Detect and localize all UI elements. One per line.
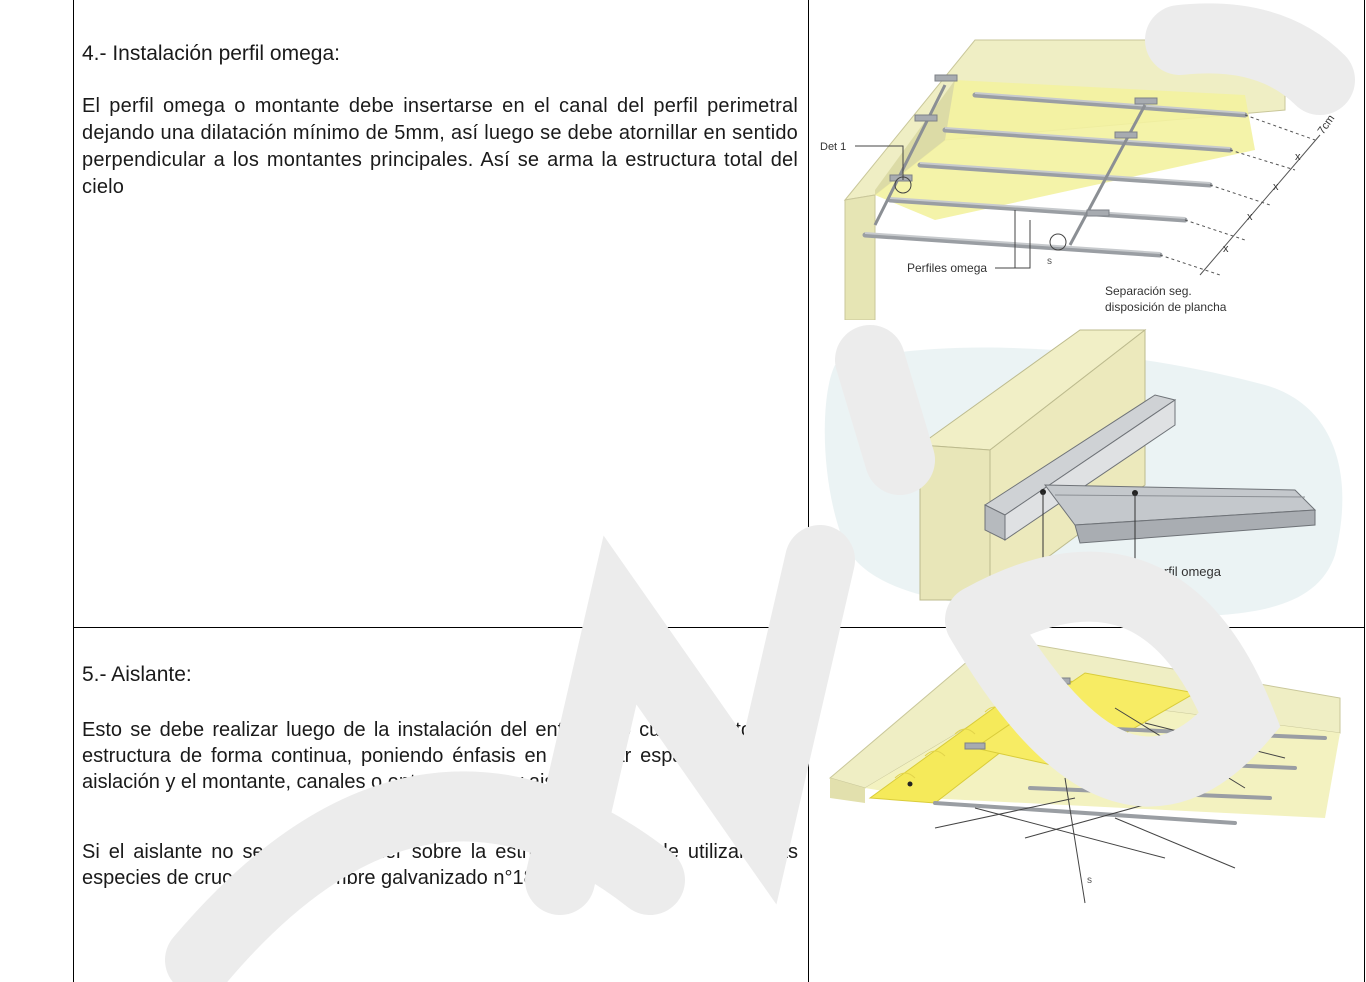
table-right-border [1364,0,1365,982]
hanger [1049,677,1071,685]
dimension-line [1244,114,1316,141]
figure-perimeter-channel: Perfil omega Perfil canal perimetral [824,328,1343,617]
dim-s: s [1047,256,1052,267]
hanger [964,742,986,750]
main-runner [873,84,947,226]
table-column-divider [808,0,809,982]
omega-bar-highlight [944,127,1231,149]
wall-front [844,194,876,320]
dimension-line [1159,254,1221,276]
section-4-body: El perfil omega o montante debe insertar… [82,95,798,198]
callout-dot [907,781,913,787]
perfil-canal-label: Perfil canal perimetral [1056,585,1182,600]
omega-bar-highlight [919,162,1211,184]
hanger [1249,709,1271,717]
det-label: Det 1 [820,141,846,153]
dim-x: x [1223,243,1229,255]
omega-bar [862,232,1163,258]
dimension-axis [1199,134,1321,276]
omega-profile-ridge [1054,494,1306,498]
hanger [1134,97,1158,105]
table-left-border [73,0,74,982]
dim-x: x [1295,151,1301,163]
insulation-fold [924,750,946,757]
omega-bar [887,197,1188,223]
omega-bar-highlight [889,197,1186,219]
callout-dot [1099,790,1105,796]
hanger [1086,209,1110,217]
dimension-line [1209,184,1271,206]
section-5-text-cell: 5.- Aislante: Esto se debe realizar lueg… [74,628,808,982]
hanger [914,114,938,122]
sep-label-1: Separación seg. [1105,284,1192,298]
perfiles-label: Perfiles omega [907,261,987,275]
section-5-body: Esto se debe realizar luego de la instal… [82,719,798,793]
dimension-line [1229,149,1296,171]
hanger [889,174,913,182]
insulation-fold [894,772,916,779]
omega-bar [942,127,1233,153]
omega-bar-highlight [864,232,1161,254]
detail-circle [1049,233,1067,251]
wall-block-front [919,444,991,601]
perfiles-callout [995,210,1016,269]
dim-x: x [1273,181,1279,193]
dim-7cm: 7cm [1316,113,1338,137]
hanger [1114,131,1138,139]
ceiling-face [875,80,1255,220]
section-4-title: 4.- Instalación perfil omega: [82,42,340,65]
section-5-title: 5.- Aislante: [82,663,192,686]
omega-bar [917,162,1213,188]
hanger [1129,787,1151,795]
section-5-body-2: Si el aislante no se logra sostener sobr… [82,841,798,889]
perimeter-channel-bottom [1004,399,1176,541]
dim-x: x [1247,211,1253,223]
wall-edge [875,80,955,195]
dim-s: s [1087,875,1092,886]
wire-cross [1114,817,1236,869]
perfiles-callout-2 [1015,220,1031,269]
hanger [934,74,958,82]
perfil-omega-label: Perfil omega [1148,564,1222,579]
wire-cross [974,807,1166,859]
sep-label-2: disposición de plancha [1105,300,1227,314]
section-4-text-cell: 4.- Instalación perfil omega: El perfil … [74,0,808,627]
figure-insulation: s [828,638,1341,904]
figure-omega-grid: Det 1 Perfiles omega Separación seg. dis… [820,39,1338,320]
det-callout [855,145,904,180]
dimension-line [1184,219,1246,241]
main-runner [1068,104,1147,246]
